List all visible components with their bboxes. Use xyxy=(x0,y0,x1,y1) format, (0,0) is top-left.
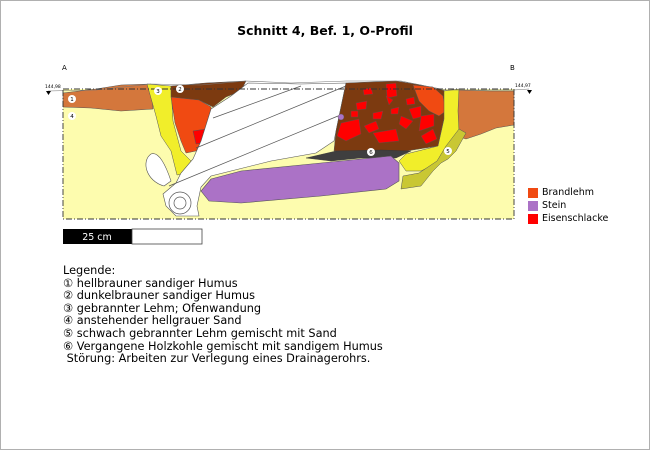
legend-item: ① hellbrauner sandiger Humus xyxy=(63,276,238,290)
disturbance-outline-loop xyxy=(145,153,172,187)
legend-item: ③ gebrannter Lehm; Ofenwandung xyxy=(63,301,262,315)
legend-label: Stein xyxy=(542,200,567,211)
eisenschlacke-blobs xyxy=(336,82,438,145)
layer-marker-2: 2 xyxy=(176,85,184,93)
svg-text:4: 4 xyxy=(70,114,74,120)
stein-large xyxy=(200,155,400,204)
layer-marker-5: 5 xyxy=(444,147,452,155)
scale-bar-black xyxy=(63,229,132,244)
pipe-line xyxy=(212,85,302,119)
color-legend-eisenschlacke: Eisenschlacke xyxy=(528,212,608,225)
pipe-cross-section-inner xyxy=(173,196,187,210)
legend: Legende: ① hellbrauner sandiger Humus ② … xyxy=(63,264,383,366)
elevation-marker-left xyxy=(46,91,51,95)
stein-swatch xyxy=(528,200,538,211)
layer-marker-6: 6 xyxy=(367,148,375,156)
legend-item: ⑤ schwach gebrannter Lehm gemischt mit S… xyxy=(63,326,337,340)
pipe-line xyxy=(168,115,339,187)
eisenschlacke-swatch xyxy=(528,213,538,224)
legend-item: ② dunkelbrauner sandiger Humus xyxy=(63,289,256,303)
color-legend: Brandlehm Stein Eisenschlacke xyxy=(528,186,608,225)
pipe-line xyxy=(195,85,347,149)
legend-item: Störung: Arbeiten zur Verlegung eines Dr… xyxy=(63,352,371,366)
svg-text:3: 3 xyxy=(156,89,160,95)
layer-6-charcoal xyxy=(305,149,412,162)
color-legend-brandlehm: Brandlehm xyxy=(528,186,608,199)
svg-text:1: 1 xyxy=(70,97,74,103)
elevation-marker-right xyxy=(527,90,532,94)
layer-marker-3: 3 xyxy=(154,87,162,95)
legend-label: Brandlehm xyxy=(542,187,595,198)
drainage-pipe-disturbance xyxy=(162,82,347,217)
brandlehm-right xyxy=(412,84,447,117)
svg-text:2: 2 xyxy=(178,87,182,93)
legend-heading: Legende: xyxy=(63,264,116,277)
layer-marker-1: 1 xyxy=(68,95,76,103)
color-legend-stein: Stein xyxy=(528,199,608,212)
elevation-left: 144,98 xyxy=(45,84,61,90)
svg-text:6: 6 xyxy=(369,150,373,156)
surface-line xyxy=(47,80,530,92)
layer-5-weakly-burnt-clay xyxy=(400,128,467,190)
scale-bar-label: 25 cm xyxy=(82,232,112,243)
stein-small xyxy=(337,113,345,121)
point-b-label: B xyxy=(510,64,515,72)
layer-marker-4: 4 xyxy=(68,112,76,120)
drawing-title: Schnitt 4, Bef. 1, O-Profil xyxy=(237,23,413,38)
legend-item: ⑥ Vergangene Holzkohle gemischt mit sand… xyxy=(63,339,383,353)
svg-text:5: 5 xyxy=(446,149,450,155)
brandlehm-swatch xyxy=(528,187,538,198)
elevation-right: 144,97 xyxy=(515,83,531,89)
profile-boundary xyxy=(62,88,515,220)
legend-label: Eisenschlacke xyxy=(542,213,609,224)
legend-item: ④ anstehender hellgrauer Sand xyxy=(63,314,242,328)
point-a-label: A xyxy=(62,64,67,72)
layer-1-humus-left xyxy=(62,83,154,112)
scale-bar-white xyxy=(131,228,203,245)
